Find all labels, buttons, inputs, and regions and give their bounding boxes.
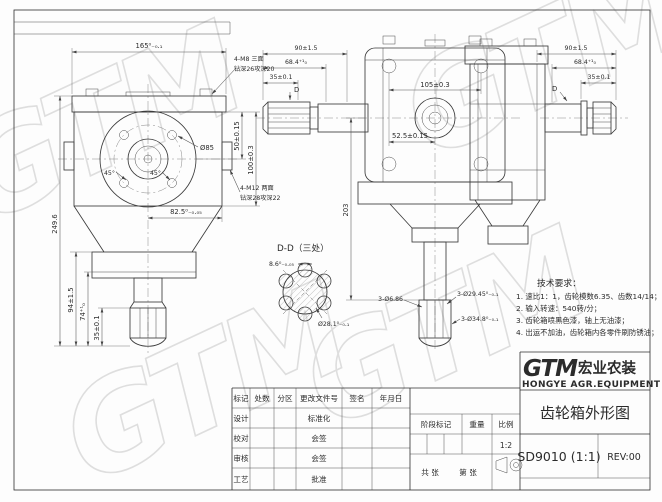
tech-notes: 技术要求： 1. 速比1：1，齿轮模数6.35、齿数14/14； 2. 输入转速… [516,277,661,337]
sheet-total: 共 张 [421,468,439,477]
col-mark: 标记 [233,393,249,403]
cell-standard: 标准化 [308,413,331,423]
revision: REV:00 [607,452,641,463]
callout-pin: 3-Ø6.86 [378,295,403,303]
dim-105: 105±0.3 [420,81,449,89]
angle-45-left: 45° [104,169,115,177]
logo-gtm: GTM [523,356,578,382]
left-view: 165⁰₋₀.₁ 4-M8 三面 钻深26攻深20 50±0.15 100±0.… [51,42,281,354]
dim-35-right: 35±0.1 [588,74,611,81]
col-sign: 签名 [349,393,364,403]
dim-684-right: 68.4⁺¹₀ [574,59,597,66]
sheet-border [13,9,651,491]
dim-74: 74⁺¹₀ [79,303,87,321]
callout-spline-major: 3-Ø34.8⁰₋₀.₁ [461,315,499,323]
dim-684-front: 68.4⁺¹₀ [285,59,308,66]
logo-cn: 宏业农装 [578,359,636,377]
dim-2496: 249.6 [51,214,59,233]
dim-525: 52.5±0.15 [392,132,428,140]
tech-note-2: 2. 输入转速：540转/分； [516,304,601,313]
row-design: 设计 [233,413,249,423]
dim-165: 165⁰₋₀.₁ [136,42,163,50]
weight-label: 重量 [469,420,485,429]
dim-tooth-width: 8.6⁰₋₀.₀₅ [269,261,295,268]
svg-text:GTM: GTM [0,0,266,252]
section-mark-right: D [552,85,557,93]
row-check: 校对 [233,433,249,443]
row-process: 工艺 [233,475,249,484]
col-date: 年月日 [380,393,403,403]
col-count: 处数 [254,393,270,403]
right-view: 35±0.1 68.4⁺¹₀ 90±1.5 D [464,38,628,245]
col-doc: 更改文件号 [300,393,338,403]
front-view: 105±0.3 52.5±0.15 35±0.1 68.4⁺¹₀ 90±1.5 … [256,34,522,352]
projection-symbol-icon [495,456,523,474]
dim-50: 50±0.15 [233,121,241,150]
callout-m12-2: 钻深28攻深22 [240,194,281,202]
drawing-title: 齿轮箱外形图 [540,404,630,422]
scale-value: 1:2 [500,441,512,450]
tech-note-4: 4. 出运不加油，齿轮箱内各零件刷防锈油； [516,328,658,337]
drawing-number: SD9010 (1:1) [517,449,600,464]
sheet-no: 第 张 [459,467,477,477]
cell-countersign2: 会签 [311,453,327,463]
logo-en: HONGYE AGR.EQUIPMENT [522,380,661,390]
callout-m8-2: 钻深26攻深20 [234,65,275,73]
dim-35-left: 35±0.1 [93,315,101,340]
dim-spline-dia: Ø28.1⁰₋₀.₁ [318,320,350,328]
callout-spline-minor: 3-Ø29.45⁰₋₀.₁ [457,290,499,298]
section-dd: D-D（三处） 8.6⁰₋₀.₀₅ Ø28.1⁰₋₀.₁ [269,242,350,328]
dim-90-front: 90±1.5 [295,45,318,52]
cell-approve: 批准 [311,474,327,484]
callout-m12-1: 4-M12 两面 [240,185,274,192]
dim-100: 100±0.3 [247,145,255,174]
dim-94: 94±1.5 [67,287,75,312]
section-dd-title: D-D（三处） [277,242,329,254]
stage-mark-label: 阶段标记 [421,419,452,429]
callout-m8-1: 4-M8 三面 [234,56,264,63]
angle-45-right: 45° [150,169,161,177]
tech-notes-title: 技术要求： [537,277,581,289]
svg-text:GTM: GTM [381,0,662,187]
row-review: 审核 [233,453,249,463]
dim-90-right: 90±1.5 [565,45,588,52]
cell-countersign1: 会签 [311,433,327,443]
tech-note-1: 1. 速比1：1，齿轮模数6.35、齿数14/14； [516,292,661,301]
dim-203: 203 [342,204,350,217]
col-zone: 分区 [277,394,293,403]
section-mark-front: D [294,86,299,94]
tech-note-3: 3. 齿轮箱喷黑色漆，轴上无油漆； [516,316,629,325]
dim-825: 82.5⁰₋₀.₀₅ [170,208,202,216]
dia-85: Ø85 [200,144,214,152]
dim-35-front: 35±0.1 [270,74,293,81]
title-block: 标记 处数 分区 更改文件号 签名 年月日 设计 校对 审核 工艺 标准化 会签… [231,351,661,490]
scale-label: 比例 [498,419,514,429]
